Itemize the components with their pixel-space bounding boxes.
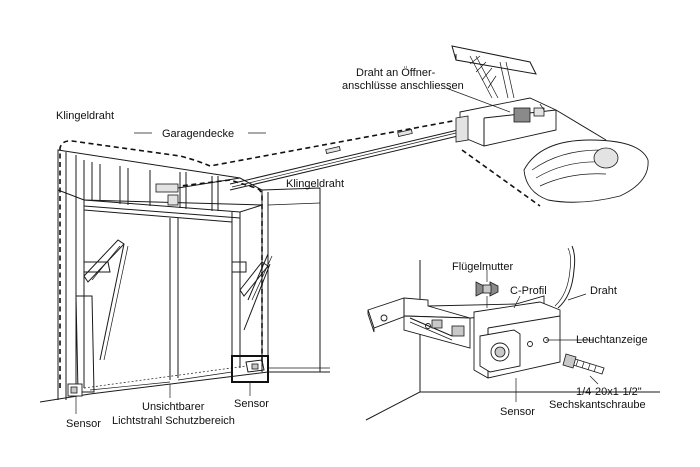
label-indicator: Leuchtanzeige	[576, 334, 648, 346]
hex-bolt	[562, 353, 605, 375]
label-sensor-left: Sensor	[66, 418, 101, 430]
label-beam-zone-1: Unsichtbarer	[142, 401, 205, 413]
bell-wire-route-jamb	[179, 179, 263, 362]
c-profile-sensor-housing	[473, 301, 561, 379]
opener-motor-unit	[455, 97, 557, 147]
bell-wire-route-opener	[461, 149, 541, 207]
door-track-right	[231, 253, 273, 331]
wing-nut-detail	[431, 281, 499, 337]
sensor-wire-inner	[554, 247, 572, 307]
label-bolt-2: Sechskantschraube	[549, 399, 646, 411]
label-opener-connection-1: Draht an Öffner-	[356, 67, 436, 79]
sensor-middle-unit	[231, 355, 269, 383]
ceiling-mount-bracket	[451, 45, 537, 99]
door-track-left	[75, 239, 129, 393]
detail-leader-lines	[445, 87, 599, 402]
label-sensor-middle: Sensor	[234, 398, 269, 410]
opener-rail	[229, 128, 459, 191]
label-bell-wire-right: Klingeldraht	[286, 178, 344, 190]
mounting-bracket	[367, 295, 545, 349]
label-beam-zone-2: Lichtstrahl Schutzbereich	[112, 415, 235, 427]
opener-light-cover	[523, 109, 649, 203]
label-wire: Draht	[590, 285, 617, 297]
safety-beam-line	[83, 365, 247, 389]
label-wing-nut: Flügelmutter	[452, 261, 513, 273]
sensor-left-unit	[67, 383, 83, 397]
label-sensor-detail: Sensor	[500, 406, 535, 418]
label-bolt-1: 1/4-20x1-1/2"	[576, 386, 642, 398]
label-c-profile: C-Profil	[510, 285, 547, 297]
label-ceiling: Garagendecke	[162, 128, 234, 140]
sensor-wire	[557, 245, 576, 309]
label-opener-connection-2: anschlüsse anschliessen	[342, 80, 464, 92]
label-bell-wire-left: Klingeldraht	[56, 110, 114, 122]
bell-wire-route-ceiling	[59, 115, 521, 388]
